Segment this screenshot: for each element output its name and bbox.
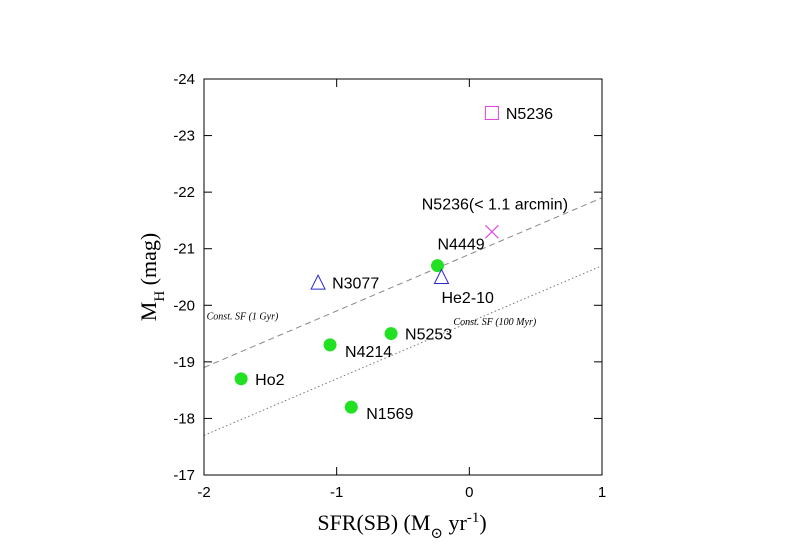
point-label: N5236(< 1.1 arcmin) [422, 197, 568, 214]
plot-frame [203, 78, 603, 476]
y-tick-label: -24 [173, 71, 195, 88]
y-tick-label: -22 [173, 184, 195, 201]
y-tick-label: -17 [173, 467, 195, 484]
model-line-label: Const. SF (100 Myr) [453, 317, 536, 328]
y-axis-label: MH (mag) [136, 233, 168, 321]
point-label: N5253 [405, 327, 452, 344]
data-points [234, 105, 499, 414]
point-label: N5236 [506, 106, 553, 123]
fit-lines: Const. SF (1 Gyr) Const. SF (100 Myr) [203, 197, 603, 436]
model-line [203, 197, 603, 368]
point-marker [323, 338, 337, 352]
x-tick-label: 1 [598, 484, 606, 501]
x-axis-label: SFR(SB) (M⊙ yr-1) [317, 510, 486, 542]
point-marker [344, 400, 358, 414]
point-label: N3077 [332, 276, 379, 293]
y-tick-label: -18 [173, 410, 195, 427]
x-tick-label: -2 [197, 484, 210, 501]
x-tick-label: 0 [465, 484, 473, 501]
point-marker [430, 259, 444, 273]
point-marker [384, 327, 398, 341]
y-tick-label: -19 [173, 354, 195, 371]
model-line-label: Const. SF (1 Gyr) [207, 311, 279, 322]
point-label: Ho2 [255, 372, 284, 389]
x-tick-label: -1 [330, 484, 343, 501]
point-marker [433, 268, 450, 284]
point-marker [484, 105, 499, 120]
point-marker [234, 372, 248, 386]
model-line [203, 265, 603, 436]
point-label: He2-10 [441, 290, 494, 307]
y-tick-label: -21 [173, 241, 195, 258]
point-label: N1569 [366, 406, 413, 423]
point-label: N4449 [437, 237, 484, 254]
y-tick-label: -23 [173, 128, 195, 145]
y-tick-label: -20 [173, 297, 195, 314]
point-marker [484, 224, 499, 239]
point-label: N4214 [345, 344, 392, 361]
axis-ticks: -2 -1 0 1 -17 -18 -19 -20 -21 -22 -23 -24 [173, 71, 606, 501]
point-marker [310, 274, 326, 290]
